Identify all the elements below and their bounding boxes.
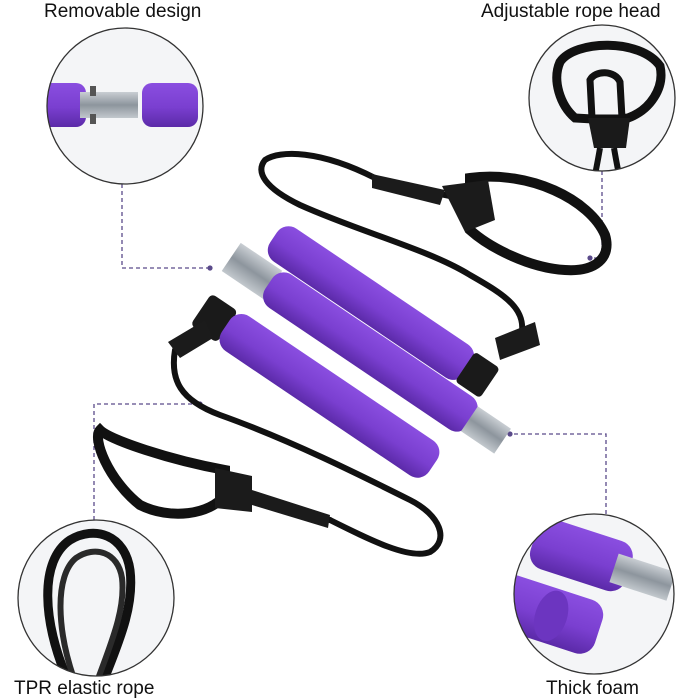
detail-removable-ring <box>46 27 204 185</box>
detail-elastic-rope <box>18 520 174 676</box>
detail-thick-foam <box>514 514 674 674</box>
upper-handle-strap <box>372 171 612 276</box>
callout-adjustable-rope-head: Adjustable rope head <box>481 1 661 22</box>
bar-clips <box>168 320 540 360</box>
leader-foam <box>510 433 607 514</box>
detail-rope-head-ring <box>528 24 676 172</box>
bar-segment-top <box>267 226 499 397</box>
callout-tpr-elastic-rope: TPR elastic rope <box>14 678 155 699</box>
callout-removable-design: Removable design <box>44 1 202 22</box>
lower-handle-strap <box>93 422 330 528</box>
leader-elastic <box>93 403 200 520</box>
bar-segment-middle <box>221 242 511 454</box>
callout-thick-foam: Thick foam <box>546 678 639 699</box>
detail-thick-foam-ring <box>513 513 675 675</box>
detail-removable-connector <box>47 28 203 184</box>
leader-removable <box>121 184 210 269</box>
detail-elastic-ring <box>17 519 175 677</box>
detail-rope-head <box>529 25 675 171</box>
